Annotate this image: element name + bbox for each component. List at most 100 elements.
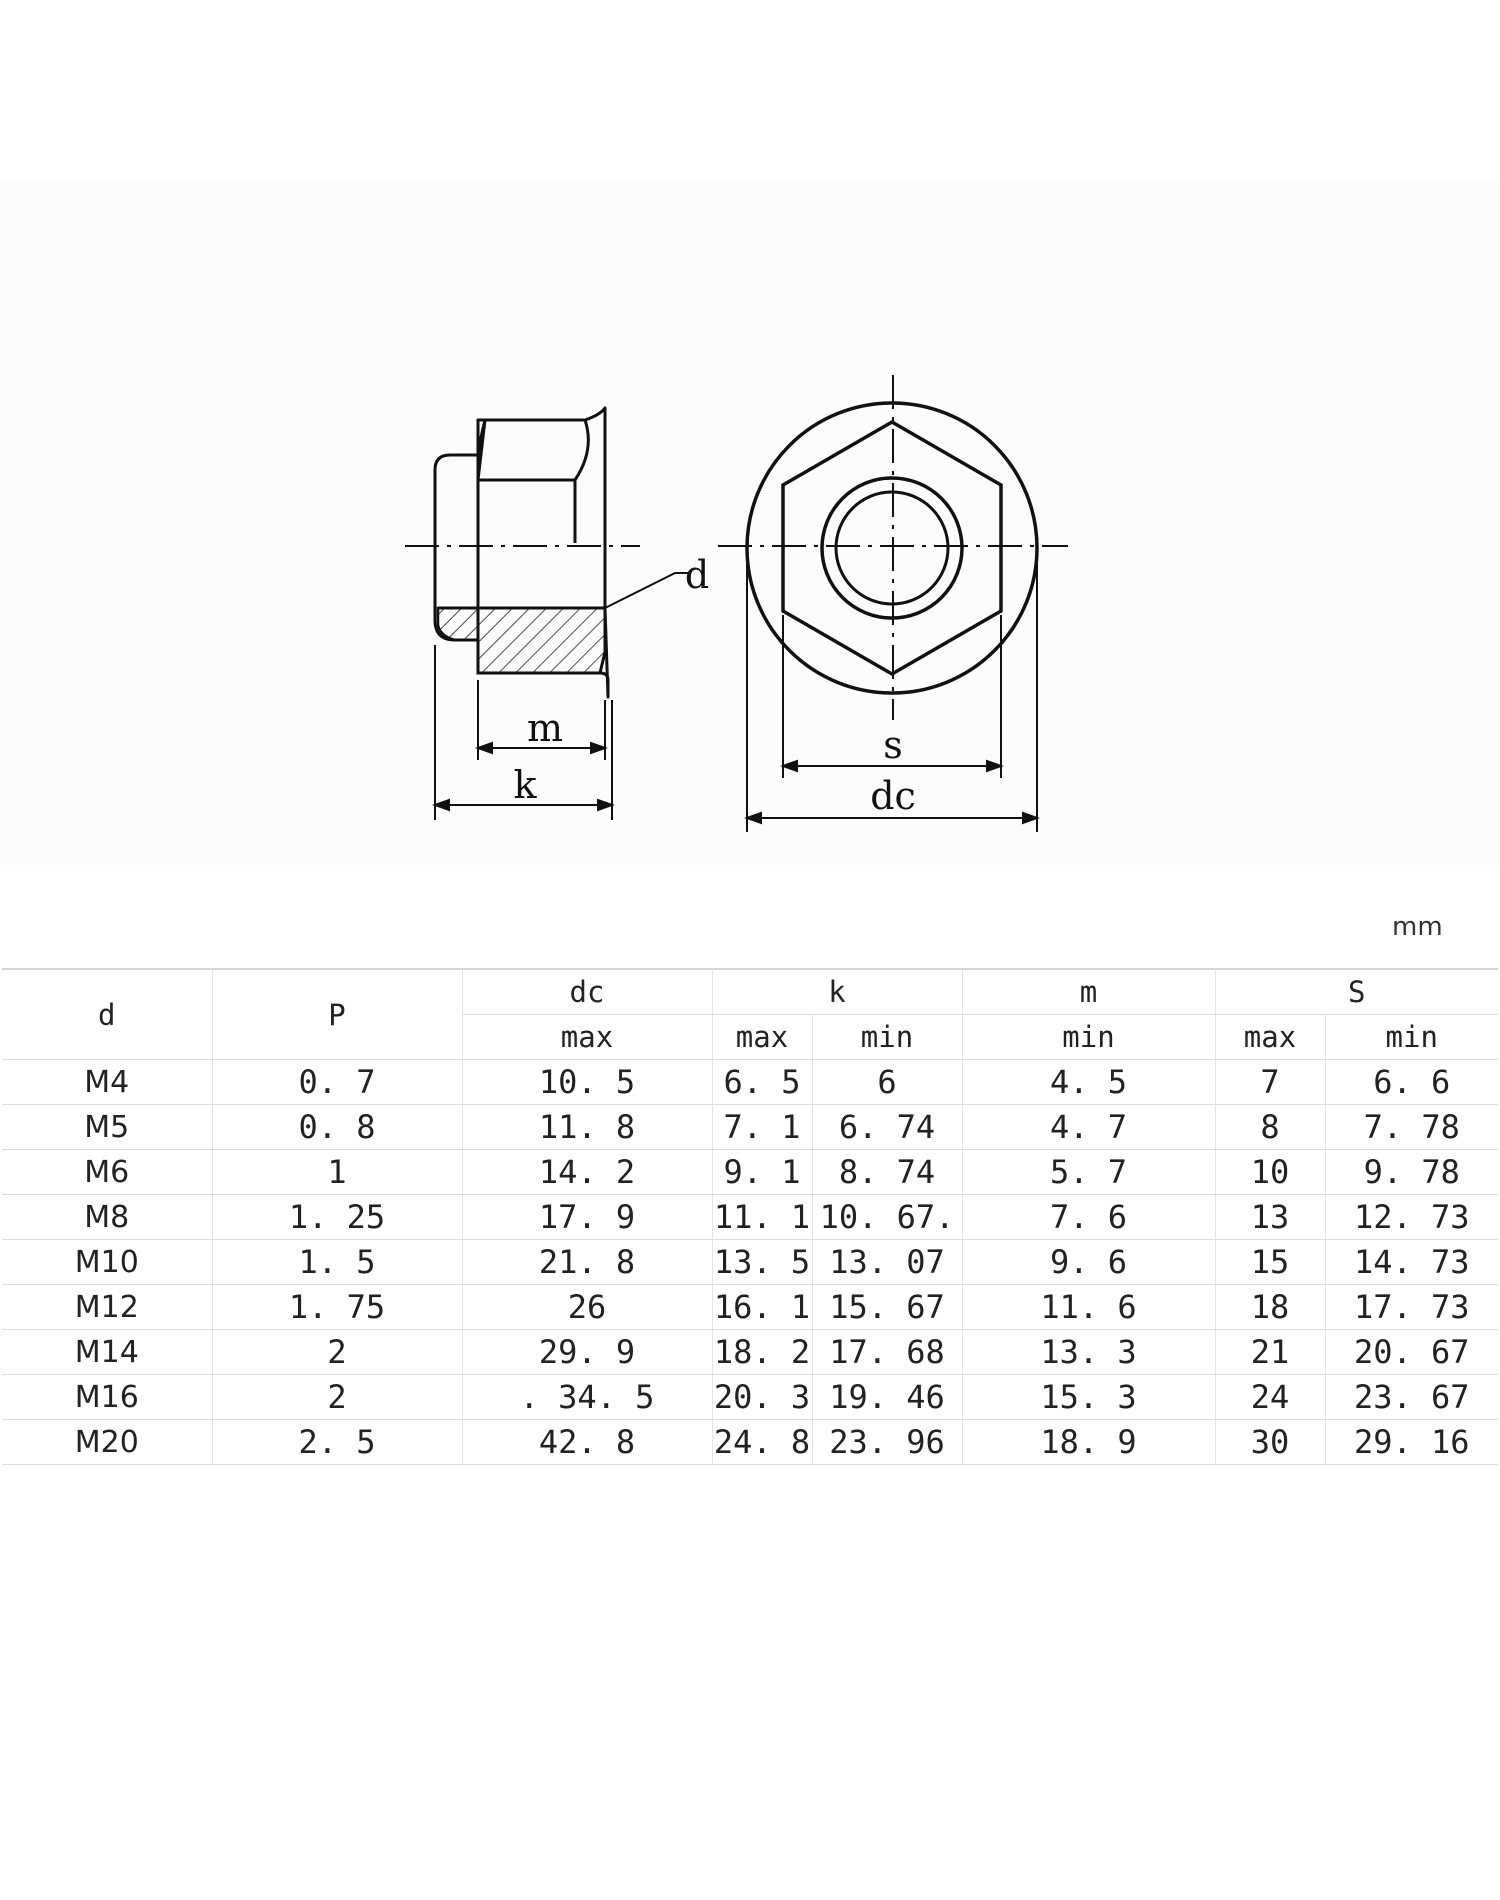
cell-s-min: 7. 78	[1325, 1104, 1498, 1150]
spec-table-body: M4 0. 7 10. 5 6. 5 6 4. 5 7 6. 6 M5 0. 8…	[2, 1059, 1498, 1465]
cell-s-max: 21	[1215, 1329, 1326, 1375]
cell-k-min: 10. 67.	[812, 1194, 963, 1240]
cell-s-min: 9. 78	[1325, 1149, 1498, 1195]
table-row: M8 1. 25 17. 9 11. 1 10. 67. 7. 6 13 12.…	[2, 1194, 1498, 1240]
table-row: M4 0. 7 10. 5 6. 5 6 4. 5 7 6. 6	[2, 1059, 1498, 1105]
side-hex-right-edge	[573, 419, 590, 543]
cell-size: M4	[2, 1059, 213, 1105]
cell-size: M10	[2, 1239, 213, 1285]
cell-s-max: 10	[1215, 1149, 1326, 1195]
table-row: M14 2 29. 9 18. 2 17. 68 13. 3 21 20. 67	[2, 1329, 1498, 1375]
cell-k-max: 6. 5	[712, 1059, 813, 1105]
header-k-max: max	[712, 1014, 813, 1060]
cell-k-min: 17. 68	[812, 1329, 963, 1375]
cell-dc-max: 29. 9	[462, 1329, 713, 1375]
cell-s-min: 29. 16	[1325, 1419, 1498, 1465]
cell-k-max: 16. 1	[712, 1284, 813, 1330]
cell-dc-max: 21. 8	[462, 1239, 713, 1285]
cell-s-max: 15	[1215, 1239, 1326, 1285]
cell-s-max: 30	[1215, 1419, 1326, 1465]
cell-dc-max: 17. 9	[462, 1194, 713, 1240]
unit-label: mm	[1392, 912, 1443, 942]
cell-k-max: 24. 8	[712, 1419, 813, 1465]
header-m: m	[962, 968, 1216, 1015]
cell-size: M20	[2, 1419, 213, 1465]
cell-m-min: 11. 6	[962, 1284, 1216, 1330]
cell-m-min: 4. 7	[962, 1104, 1216, 1150]
cell-size: M12	[2, 1284, 213, 1330]
header-k-min: min	[812, 1014, 963, 1060]
cell-dc-max: 10. 5	[462, 1059, 713, 1105]
cell-dc-max: . 34. 5	[462, 1374, 713, 1420]
cell-pitch: 2	[212, 1374, 463, 1420]
table-row: M6 1 14. 2 9. 1 8. 74 5. 7 10 9. 78	[2, 1149, 1498, 1195]
header-S: S	[1215, 968, 1498, 1015]
header-P: P	[212, 968, 463, 1060]
cell-k-min: 6. 74	[812, 1104, 963, 1150]
cell-k-max: 11. 1	[712, 1194, 813, 1240]
cell-pitch: 2	[212, 1329, 463, 1375]
m-dimension	[475, 680, 608, 760]
cell-pitch: 1. 5	[212, 1239, 463, 1285]
side-hatched-section	[476, 606, 607, 675]
cell-pitch: 0. 7	[212, 1059, 463, 1105]
cell-s-max: 7	[1215, 1059, 1326, 1105]
table-row: M5 0. 8 11. 8 7. 1 6. 74 4. 7 8 7. 78	[2, 1104, 1498, 1150]
header-d: d	[2, 968, 213, 1060]
cell-size: M5	[2, 1104, 213, 1150]
label-k: k	[513, 763, 537, 807]
d-leader-line	[604, 572, 690, 609]
cell-dc-max: 11. 8	[462, 1104, 713, 1150]
label-d: d	[684, 553, 710, 597]
cell-k-min: 15. 67	[812, 1284, 963, 1330]
cell-k-max: 20. 3	[712, 1374, 813, 1420]
cell-k-min: 8. 74	[812, 1149, 963, 1195]
cell-k-max: 9. 1	[712, 1149, 813, 1195]
cell-s-min: 23. 67	[1325, 1374, 1498, 1420]
cell-k-min: 23. 96	[812, 1419, 963, 1465]
label-m: m	[526, 706, 564, 750]
cell-k-max: 18. 2	[712, 1329, 813, 1375]
cell-s-min: 17. 73	[1325, 1284, 1498, 1330]
cell-s-min: 6. 6	[1325, 1059, 1498, 1105]
cell-m-min: 9. 6	[962, 1239, 1216, 1285]
label-dc: dc	[870, 774, 916, 818]
cell-pitch: 2. 5	[212, 1419, 463, 1465]
header-s-min: min	[1325, 1014, 1498, 1060]
table-row: M16 2 . 34. 5 20. 3 19. 46 15. 3 24 23. …	[2, 1374, 1498, 1420]
cell-size: M8	[2, 1194, 213, 1240]
cell-m-min: 15. 3	[962, 1374, 1216, 1420]
cell-dc-max: 14. 2	[462, 1149, 713, 1195]
table-row: M20 2. 5 42. 8 24. 8 23. 96 18. 9 30 29.…	[2, 1419, 1498, 1465]
cell-s-min: 14. 73	[1325, 1239, 1498, 1285]
cell-size: M6	[2, 1149, 213, 1195]
cell-s-max: 24	[1215, 1374, 1326, 1420]
table-row: M12 1. 75 26 16. 1 15. 67 11. 6 18 17. 7…	[2, 1284, 1498, 1330]
header-dc-max: max	[462, 1014, 713, 1060]
cell-s-max: 13	[1215, 1194, 1326, 1240]
cell-m-min: 7. 6	[962, 1194, 1216, 1240]
k-dimension	[432, 645, 615, 820]
cell-size: M16	[2, 1374, 213, 1420]
header-dc: dc	[462, 968, 713, 1015]
cell-k-max: 13. 5	[712, 1239, 813, 1285]
cell-k-max: 7. 1	[712, 1104, 813, 1150]
side-hex-body	[476, 406, 607, 610]
cell-s-max: 8	[1215, 1104, 1326, 1150]
cell-pitch: 0. 8	[212, 1104, 463, 1150]
cell-pitch: 1	[212, 1149, 463, 1195]
s-dimension	[780, 615, 1004, 778]
header-s-max: max	[1215, 1014, 1326, 1060]
cell-dc-max: 42. 8	[462, 1419, 713, 1465]
header-row-2: max max min min max min	[2, 1014, 1498, 1060]
cell-size: M14	[2, 1329, 213, 1375]
cell-m-min: 4. 5	[962, 1059, 1216, 1105]
cell-k-min: 19. 46	[812, 1374, 963, 1420]
cell-m-min: 18. 9	[962, 1419, 1216, 1465]
cell-k-min: 13. 07	[812, 1239, 963, 1285]
cell-pitch: 1. 25	[212, 1194, 463, 1240]
label-s: s	[883, 723, 903, 767]
cell-m-min: 5. 7	[962, 1149, 1216, 1195]
header-m-min: min	[962, 1014, 1216, 1060]
header-row-1: d P dc k m S	[2, 968, 1498, 1060]
